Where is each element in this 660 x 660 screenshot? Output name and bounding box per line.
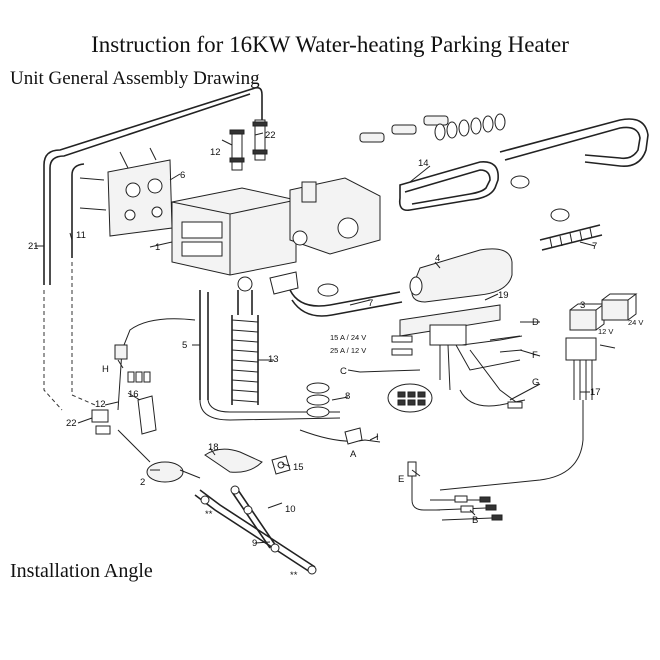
relay-24v (601, 293, 638, 321)
label-3: 3 (580, 300, 585, 311)
label-9: 9 (252, 538, 257, 549)
fuel-pipe-11 (71, 163, 85, 258)
document-title: Instruction for 16KW Water-heating Parki… (91, 32, 569, 57)
plugs-b (430, 495, 503, 521)
label-12-top: 12 (210, 147, 221, 158)
cable-a-i (299, 429, 381, 443)
label-6: 6 (180, 170, 185, 181)
label-relay-24v: 24 V (628, 318, 643, 327)
label-fuse-15a: 15 A / 24 V (330, 333, 366, 342)
mounting-bracket-6 (107, 159, 173, 237)
sensor-wire-c (359, 369, 421, 373)
control-unit-19 (399, 304, 501, 346)
switch-panel (387, 383, 433, 413)
label-11: 11 (76, 230, 86, 241)
label-B: B (472, 515, 478, 526)
hose-clamp-22-top (252, 119, 268, 161)
coolant-hose-14 (398, 161, 499, 212)
label-15: 15 (293, 462, 304, 473)
label-2: 2 (140, 477, 145, 488)
fuel-pipe-21 (43, 86, 263, 285)
label-D: D (532, 317, 539, 328)
label-21: 21 (28, 241, 39, 252)
wires-d-f (489, 335, 523, 353)
label-E: E (398, 474, 404, 485)
coolant-pipe-top-right (499, 118, 649, 167)
label-star-1: ** (205, 509, 213, 520)
bracket-screws (79, 147, 157, 211)
exhaust-pipe-7-mid (289, 289, 403, 317)
label-18: 18 (208, 442, 219, 453)
label-G: G (532, 377, 539, 388)
installation-angle-heading: Installation Angle (10, 560, 153, 582)
label-A: A (350, 449, 357, 460)
fuel-pump-2 (117, 429, 201, 483)
relay-screw (599, 344, 616, 349)
label-22-left: 22 (66, 418, 77, 429)
air-intake-hose-13 (231, 290, 259, 405)
dashed-leader-21 (43, 290, 63, 411)
intake-grommet (237, 276, 253, 292)
clamp-right (550, 208, 570, 222)
exhaust-pipe-7-right (539, 224, 603, 251)
hose-clamp-12-top (229, 129, 245, 171)
hose-clamps-row (434, 113, 506, 141)
label-10: 10 (285, 504, 296, 515)
hose-clamp-22-left (91, 409, 111, 435)
wire-e (411, 462, 440, 511)
label-12-left: 12 (95, 399, 106, 410)
label-I: I (376, 432, 379, 443)
fuel-filter-16 (137, 395, 157, 435)
harness-h (114, 318, 196, 411)
connector-a (344, 427, 363, 445)
label-16: 16 (128, 389, 139, 400)
label-8: 8 (345, 391, 350, 402)
intake-cover (269, 271, 299, 295)
label-14: 14 (418, 158, 429, 169)
exhaust-clamp (317, 283, 339, 297)
label-13: 13 (268, 354, 279, 365)
fuel-line-9 (194, 489, 316, 573)
harness-17 (439, 337, 597, 491)
wire-bundle (439, 335, 523, 406)
fuse-15a (391, 335, 413, 343)
clamp-mid (510, 175, 530, 189)
label-7-right: 7 (592, 241, 597, 252)
assembly-drawing-heading: Unit General Assembly Drawing (10, 68, 260, 89)
label-19: 19 (498, 290, 509, 301)
bracket-15 (271, 455, 291, 475)
label-22-top: 22 (265, 130, 276, 141)
pump-bracket-18 (204, 448, 263, 473)
label-F: F (532, 350, 538, 361)
label-C: C (340, 366, 347, 377)
label-17: 17 (590, 387, 601, 398)
label-7-mid: 7 (368, 298, 373, 309)
label-4: 4 (435, 253, 440, 264)
label-relay-12v: 12 V (598, 327, 613, 336)
wire-g (459, 389, 526, 407)
pipe-connectors (359, 115, 449, 143)
label-1: 1 (155, 242, 160, 253)
fuel-line-fittings (200, 485, 317, 575)
label-fuse-25a: 25 A / 12 V (330, 346, 366, 355)
fuse-25a (391, 348, 413, 356)
connector-e (407, 461, 417, 477)
clamps-8 (306, 382, 330, 418)
label-H: H (102, 364, 109, 375)
relay-12v (569, 303, 606, 331)
label-star-2: ** (290, 570, 298, 581)
leader-lines (35, 132, 596, 544)
label-5: 5 (182, 340, 187, 351)
connector-g (507, 401, 523, 409)
dashed-leader-11 (71, 262, 96, 406)
silencer-4 (409, 248, 513, 303)
heater-unit-1 (171, 177, 381, 276)
